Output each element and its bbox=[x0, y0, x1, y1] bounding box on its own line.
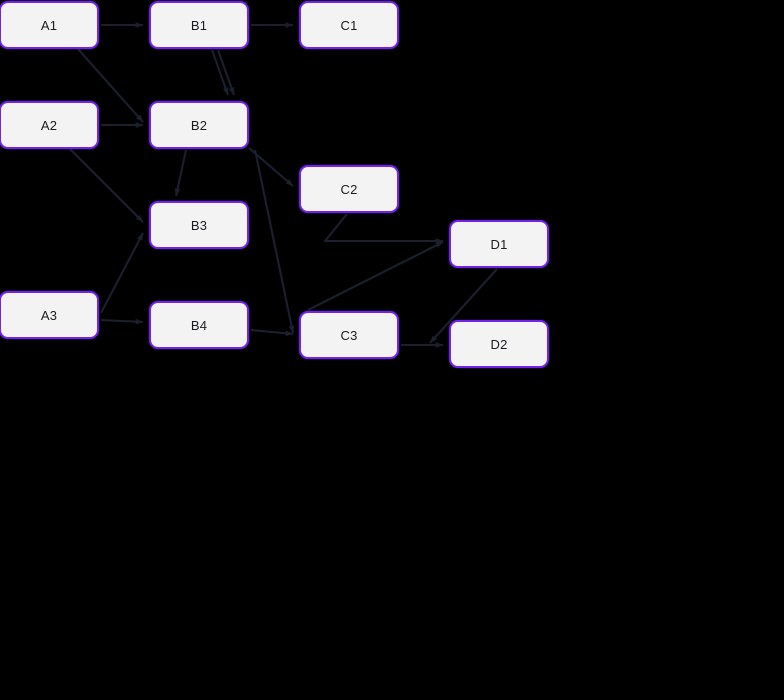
node-b1[interactable]: B1 bbox=[149, 1, 249, 49]
edge-b2-to-c2 bbox=[248, 147, 294, 187]
node-label-b2: B2 bbox=[190, 117, 208, 133]
node-label-a1: A1 bbox=[40, 17, 58, 33]
edge-b2-to-c3 bbox=[253, 149, 295, 334]
node-b2[interactable]: B2 bbox=[149, 101, 249, 149]
edge-b2-to-b3 bbox=[174, 149, 188, 197]
node-b4[interactable]: B4 bbox=[149, 301, 249, 349]
node-a3[interactable]: A3 bbox=[0, 291, 99, 339]
node-label-a2: A2 bbox=[40, 117, 58, 133]
node-a2[interactable]: A2 bbox=[0, 101, 99, 149]
node-label-d2: D2 bbox=[490, 336, 508, 352]
node-label-c3: C3 bbox=[340, 327, 358, 343]
node-label-b1: B1 bbox=[190, 17, 208, 33]
node-b3[interactable]: B3 bbox=[149, 201, 249, 249]
edge-b1-to-b2 bbox=[211, 49, 229, 96]
node-label-b4: B4 bbox=[190, 317, 208, 333]
node-label-c2: C2 bbox=[340, 181, 358, 197]
edge-a2-to-b3 bbox=[69, 148, 144, 223]
edge-group bbox=[69, 22, 498, 348]
node-d1[interactable]: D1 bbox=[449, 220, 549, 268]
node-label-a3: A3 bbox=[40, 307, 58, 323]
edge-a3-to-b4 bbox=[100, 318, 144, 325]
node-d2[interactable]: D2 bbox=[449, 320, 549, 368]
edge-b1-to-b2 bbox=[217, 49, 235, 96]
edge-b4-to-c3 bbox=[250, 328, 294, 337]
node-c3[interactable]: C3 bbox=[299, 311, 399, 359]
node-label-d1: D1 bbox=[490, 236, 508, 252]
edge-c3-to-d1 bbox=[307, 241, 444, 311]
edge-a3-to-b3 bbox=[100, 232, 144, 314]
node-a1[interactable]: A1 bbox=[0, 1, 99, 49]
node-label-c1: C1 bbox=[340, 17, 358, 33]
node-label-b3: B3 bbox=[190, 217, 208, 233]
node-c2[interactable]: C2 bbox=[299, 165, 399, 213]
node-c1[interactable]: C1 bbox=[299, 1, 399, 49]
edge-c2-to-d1 bbox=[323, 213, 444, 244]
